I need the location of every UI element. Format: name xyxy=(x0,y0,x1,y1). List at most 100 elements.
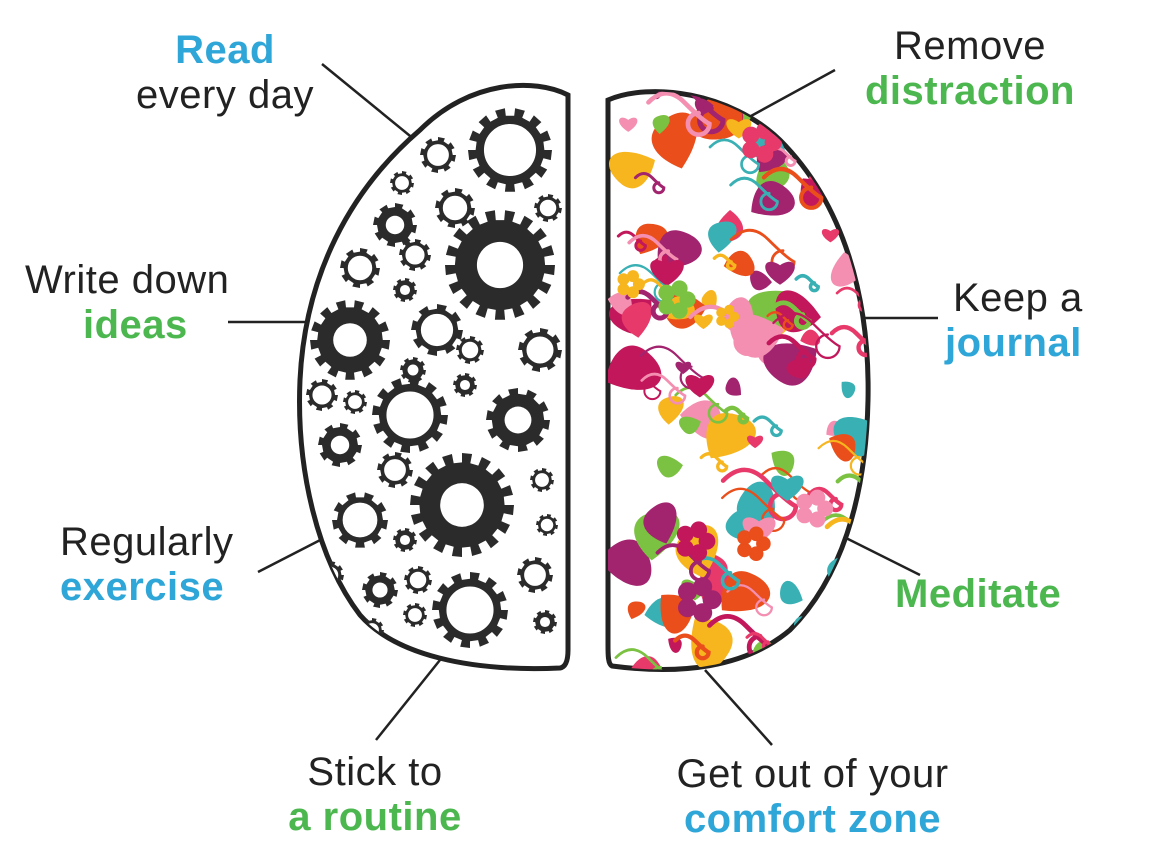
swirl-pattern-group xyxy=(608,91,869,670)
heart-icon xyxy=(771,475,804,501)
gear-hole xyxy=(346,393,364,411)
swirl-leaf xyxy=(800,329,821,346)
swirl-curl xyxy=(721,487,786,532)
gear-hole xyxy=(425,142,451,168)
label-journal: Keep a journal xyxy=(945,276,1145,366)
gear-hole xyxy=(382,457,408,483)
gear-hole xyxy=(459,339,481,361)
swirl-curl xyxy=(633,172,666,195)
gear-hole xyxy=(310,383,334,407)
gear-hole xyxy=(403,243,427,267)
heart-icon xyxy=(765,261,795,285)
flower-petal xyxy=(678,598,697,618)
swirl-leaf xyxy=(627,601,646,620)
swirl-curl xyxy=(766,311,794,331)
gear-hole xyxy=(399,284,411,296)
gears-group xyxy=(306,108,562,648)
heart-icon xyxy=(675,361,692,374)
label-meditate: Meditate xyxy=(895,572,1135,617)
gear-hole xyxy=(440,193,470,223)
gear-hole xyxy=(524,334,556,366)
label-journal-text: Keep a xyxy=(953,276,1083,320)
swirl-curl xyxy=(712,253,737,271)
leader-line-exercise xyxy=(257,533,331,574)
label-read-accent: Read xyxy=(175,28,275,72)
gear-hole xyxy=(393,174,411,192)
flower-petal xyxy=(617,273,630,286)
label-routine: Stick to a routine xyxy=(255,750,495,840)
flower-petal xyxy=(737,542,752,558)
heart-icon xyxy=(650,259,684,286)
swirl-curl xyxy=(723,405,750,425)
swirl-curl xyxy=(691,556,741,591)
gear-hole xyxy=(399,534,411,546)
flower-petal xyxy=(796,507,813,524)
flower-petal xyxy=(671,302,688,319)
gear-hole xyxy=(480,120,540,180)
swirl-curl xyxy=(729,176,779,212)
flower-petal xyxy=(851,172,865,187)
flower-petal xyxy=(844,163,858,178)
flower-petal xyxy=(627,270,639,283)
gear-hole xyxy=(522,562,548,588)
swirl-curl xyxy=(794,274,820,293)
label-journal-accent: journal xyxy=(945,320,1082,365)
flower-petal xyxy=(794,630,811,648)
gear-hole xyxy=(504,406,532,434)
label-write-accent: ideas xyxy=(83,302,188,347)
swirl-curl xyxy=(817,439,869,476)
swirl-leaf xyxy=(786,357,811,379)
swirl-leaf xyxy=(608,539,652,586)
swirl-leaf xyxy=(725,377,741,396)
leader-line-comfort xyxy=(704,669,773,746)
flower-petal xyxy=(716,315,727,326)
swirl-curl xyxy=(614,648,672,670)
heart-icon xyxy=(685,374,715,398)
label-exercise-text: Regularly xyxy=(60,520,234,564)
swirl-leaf xyxy=(609,151,655,189)
flower-petal xyxy=(742,126,760,144)
swirl-curl xyxy=(772,312,841,360)
label-comfort-accent: comfort zone xyxy=(683,796,942,841)
gear-hole xyxy=(340,500,380,540)
flower-petal xyxy=(756,145,774,163)
heart-icon xyxy=(694,314,713,330)
swirl-curl xyxy=(646,91,712,137)
gear-hole xyxy=(539,616,551,628)
label-write: Write down ideas xyxy=(25,258,285,348)
flower-petal xyxy=(809,511,826,528)
gear-hole xyxy=(333,323,367,357)
swirl-curl xyxy=(614,367,662,401)
flower-petal xyxy=(676,525,694,543)
swirl-leaf xyxy=(657,455,683,478)
gear-hole xyxy=(345,253,375,283)
swirl-leaf xyxy=(668,637,682,653)
swirl-leaf xyxy=(736,481,775,530)
label-routine-accent: a routine xyxy=(288,794,462,839)
gear-hole xyxy=(330,435,350,455)
leader-line-meditate xyxy=(839,533,921,577)
label-meditate-accent: Meditate xyxy=(895,572,1062,616)
swirl-leaf xyxy=(608,345,662,390)
heart-icon xyxy=(768,110,783,122)
label-comfort-text: Get out of your xyxy=(676,752,949,796)
swirl-curl xyxy=(829,324,869,358)
swirl-leaf xyxy=(621,302,652,338)
swirl-leaf xyxy=(708,221,737,253)
flower-petal xyxy=(658,284,675,301)
gear-hole xyxy=(476,241,524,289)
gear-hole xyxy=(407,569,429,591)
flower-petal xyxy=(690,521,708,539)
leader-lines xyxy=(228,63,938,746)
flower-petal xyxy=(676,539,694,557)
label-read: Read every day xyxy=(110,28,340,118)
flower-petal xyxy=(658,298,675,315)
gear-hole xyxy=(440,483,484,527)
leader-line-distraction xyxy=(739,68,836,124)
label-exercise-accent: exercise xyxy=(60,564,225,609)
leader-line-read xyxy=(321,63,416,141)
swirl-curl xyxy=(720,467,799,522)
label-exercise: Regularly exercise xyxy=(60,520,280,610)
swirl-curl xyxy=(761,166,824,210)
flower-petal xyxy=(671,280,688,297)
